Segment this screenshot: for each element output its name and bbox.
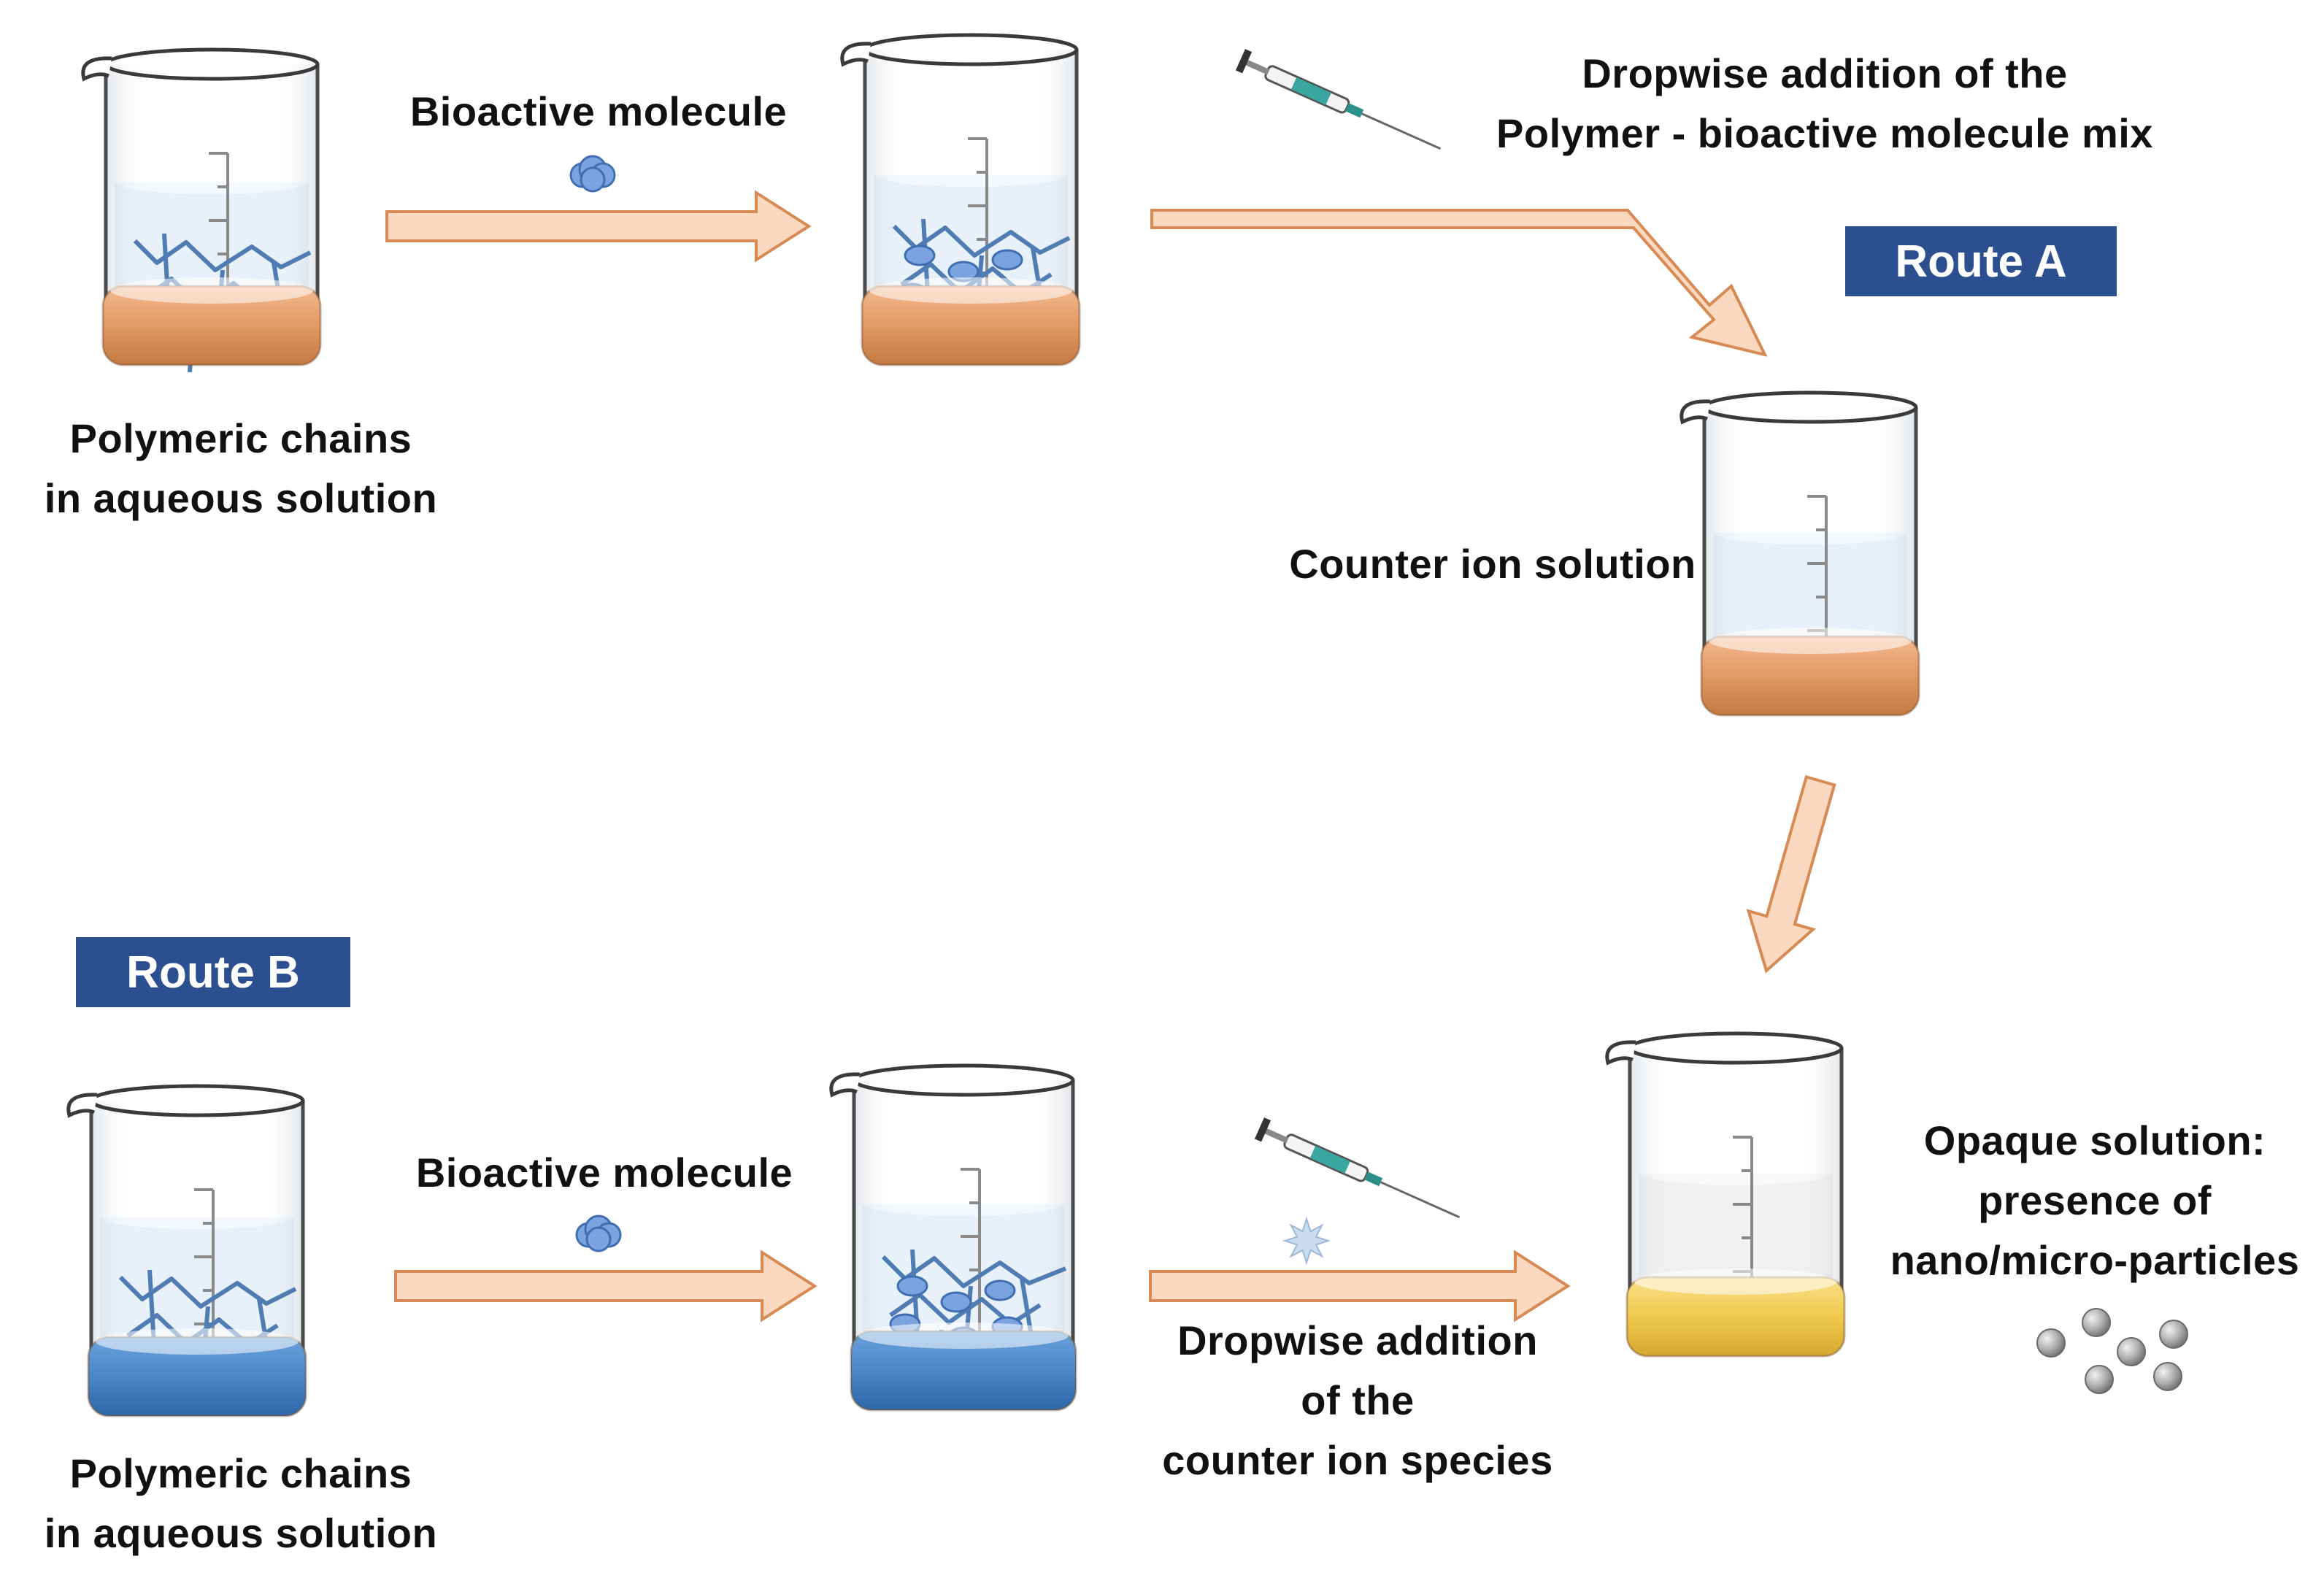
beaker-glass — [1702, 407, 1918, 661]
beaker-polymer-molecule-top — [840, 33, 1081, 366]
particle-icon — [2036, 1328, 2066, 1358]
beaker-rim — [852, 1063, 1075, 1097]
counter-ion-solution-label: Counter ion solution — [1289, 541, 1696, 587]
polymeric-chains-label-top: Polymeric chains in aqueous solution — [44, 415, 438, 521]
arrow-bent-route-a — [1150, 209, 1768, 357]
dropwise-counter-ion-label: Dropwise addition of the counter ion spe… — [1162, 1317, 1553, 1483]
particle-icon — [2117, 1337, 2146, 1366]
beaker-opaque — [1605, 1031, 1846, 1358]
syringe-plunger — [1244, 59, 1270, 75]
beaker-rim — [863, 33, 1079, 66]
beaker-polymer-bottom — [66, 1084, 307, 1417]
molecule-icon — [984, 1279, 1016, 1301]
syringe-icon-bottom — [1254, 1117, 1461, 1219]
beaker-polymer-molecule-bottom — [829, 1063, 1077, 1412]
base-highlight — [858, 1323, 1069, 1349]
syringe-needle — [1361, 112, 1442, 150]
particle-icon — [2159, 1320, 2188, 1349]
bioactive-molecule-label-bottom: Bioactive molecule — [415, 1150, 793, 1196]
route-a-badge: Route A — [1845, 226, 2117, 296]
beaker-glass — [104, 64, 320, 310]
base-highlight — [869, 277, 1072, 304]
beaker-spout — [81, 56, 112, 82]
beaker-spout — [1605, 1040, 1636, 1066]
syringe-fluid — [1309, 1146, 1350, 1174]
polymer-chain — [133, 239, 312, 272]
syringe-hub — [1345, 103, 1364, 118]
beaker-glass — [1628, 1048, 1844, 1301]
opaque-solution-label: Opaque solution: presence of nano/micro-… — [1890, 1117, 2300, 1283]
arrow-down-route-a — [1746, 775, 1836, 974]
beaker-rim — [1628, 1031, 1844, 1065]
beaker-spout — [840, 42, 872, 67]
beaker-counter-ion — [1679, 390, 1920, 717]
syringe-icon-top — [1235, 49, 1442, 150]
arrow-bottom-2 — [1149, 1250, 1571, 1323]
molecule-icon — [904, 245, 936, 266]
bioactive-molecule-label-top: Bioactive molecule — [409, 88, 788, 134]
beaker-polymer-top — [81, 47, 322, 373]
base-highlight — [1634, 1269, 1837, 1295]
molecule-icon-bottom — [575, 1214, 622, 1252]
syringe-thumb — [1235, 49, 1253, 74]
beaker-glass — [89, 1101, 305, 1361]
molecule-icon — [940, 1291, 972, 1313]
beaker-rim — [1702, 390, 1918, 424]
splash-icon — [1282, 1216, 1331, 1266]
arrow-bottom-1 — [394, 1250, 817, 1323]
dropwise-polymer-mix-label: Dropwise addition of the Polymer - bioac… — [1496, 50, 2153, 156]
beaker-spout — [829, 1072, 861, 1098]
beaker-rim — [104, 47, 320, 81]
syringe-plunger — [1263, 1128, 1289, 1144]
polymer-chain — [118, 1275, 297, 1309]
syringe-hub — [1364, 1171, 1383, 1187]
particle-icon — [2085, 1365, 2114, 1394]
molecule-blob — [580, 166, 606, 193]
arrow-top-1 — [385, 190, 812, 263]
polymeric-chains-label-bottom: Polymeric chains in aqueous solution — [44, 1450, 438, 1556]
base-highlight — [96, 1328, 299, 1355]
base-highlight — [110, 277, 313, 304]
base-highlight — [1709, 628, 1912, 654]
particle-icon — [2082, 1308, 2111, 1337]
syringe-fluid — [1290, 77, 1331, 105]
syringe-thumb — [1254, 1117, 1271, 1142]
beaker-rim — [89, 1084, 305, 1117]
particle-icon — [2153, 1362, 2182, 1391]
route-b-badge: Route B — [76, 937, 350, 1007]
syringe-needle — [1380, 1181, 1461, 1219]
beaker-spout — [66, 1093, 98, 1118]
molecule-icon-top — [569, 155, 616, 193]
molecule-icon — [896, 1275, 928, 1297]
molecule-icon — [991, 249, 1023, 271]
beaker-spout — [1679, 399, 1711, 425]
molecule-blob — [585, 1226, 612, 1252]
